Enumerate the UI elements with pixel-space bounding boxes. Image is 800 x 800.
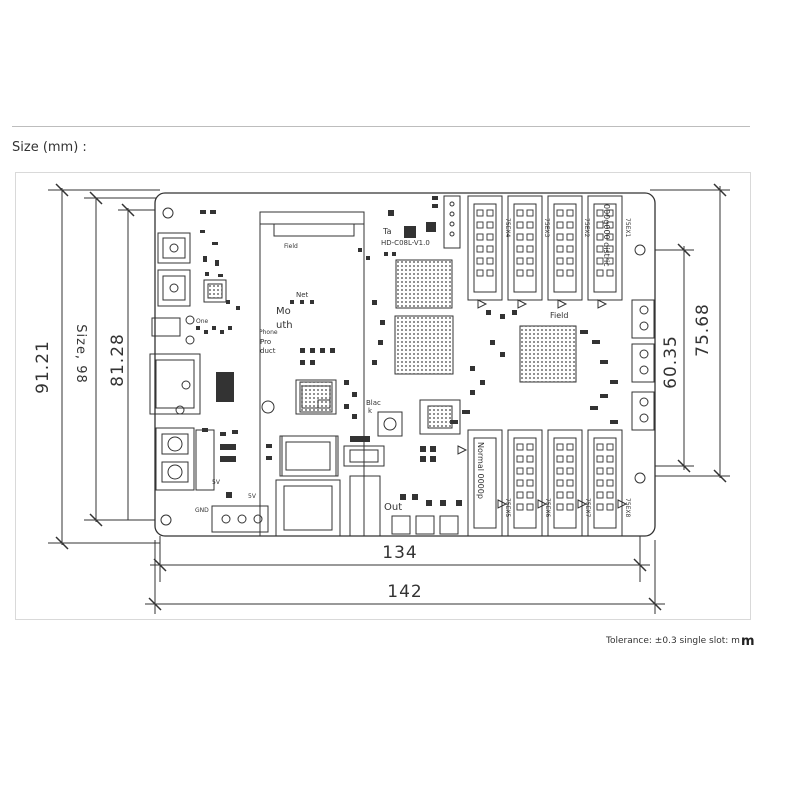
phone-label: Phone [259, 329, 278, 336]
left-indicators [175, 315, 195, 415]
reset-button [377, 411, 403, 437]
five-v-label-a: 5V [212, 479, 221, 486]
product-label-1: Pro [260, 338, 271, 346]
black-label-2: k [368, 407, 373, 415]
small-components [196, 196, 618, 506]
tolerance-note: Tolerance: ±0.3 single slot: m [606, 636, 740, 646]
header-divider [12, 126, 750, 127]
mouth-label-1: Mo [276, 306, 291, 317]
product-label-2: duct [260, 347, 276, 355]
rotated-bottom-label: Normal 0000p [476, 442, 485, 499]
field-label: Field [550, 311, 568, 320]
header-connectors-top [467, 195, 623, 301]
rotated-top-label: 000g000 distric [602, 204, 611, 267]
dim-right-outer: 75.68 [693, 303, 713, 357]
dim-height-outer: 91.21 [33, 340, 53, 394]
right-terminals [631, 299, 655, 431]
dimension-lines [48, 186, 730, 614]
port-label-ex3: 75EX3 [543, 218, 550, 238]
port-label-ex6: 75EX6 [544, 498, 551, 518]
port-label-ex7: 75EX7 [584, 498, 591, 518]
gnd-label: GND [195, 507, 209, 514]
top-center-connectors [281, 195, 461, 537]
header-pins-top [476, 209, 614, 277]
out-label: Out [384, 502, 402, 513]
net-label: Net [296, 291, 309, 299]
field-small-label: Field [284, 243, 298, 250]
dimension-ticks [55, 183, 727, 611]
ta-label: Ta [382, 227, 392, 236]
black-label-1: Blac [366, 399, 381, 407]
five-v-label-b: 5V [248, 493, 257, 500]
dim-height-inner: 81.28 [108, 333, 128, 387]
polarity-markers [457, 299, 628, 509]
left-connectors [149, 232, 269, 533]
core-module [259, 211, 365, 537]
dim-height-inner-label: Size, 98 [73, 324, 88, 384]
port-label-ex4: 75EX4 [504, 218, 511, 238]
port-label-ex1: 75EX1 [624, 218, 631, 238]
bga-chips [203, 259, 577, 435]
dim-width-outer: 142 [387, 582, 422, 602]
mouth-label-2: uth [276, 320, 293, 331]
size-label: Size (mm) : [12, 140, 87, 155]
mounting-holes [160, 207, 646, 526]
port-label-ex2: 75EX2 [583, 218, 590, 238]
tolerance-mark: m [741, 634, 755, 649]
model-label: HD-C08L-V1.0 [381, 239, 430, 247]
one-label: One [196, 318, 209, 325]
header-pins-bottom [516, 443, 614, 511]
port-label-ex8: 75EX8 [624, 498, 631, 518]
dim-width-inner: 134 [382, 543, 417, 563]
dim-right-inner: 60.35 [661, 335, 681, 389]
port-label-ex5: 75EX5 [504, 498, 511, 518]
header-connectors-bottom [467, 429, 623, 537]
